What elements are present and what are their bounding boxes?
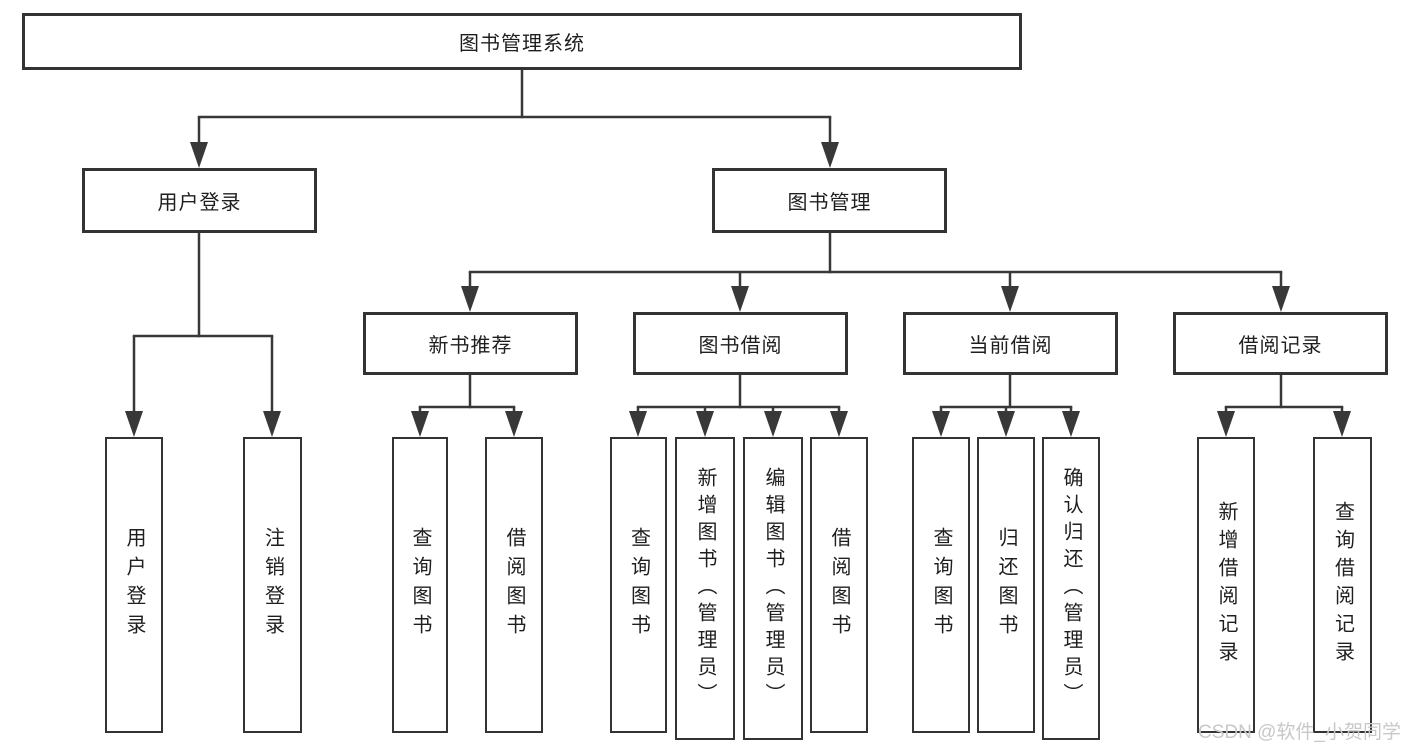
- leaf-query-books-recommend: 查询图书: [392, 437, 448, 733]
- leaf-return-book: 归还图书: [977, 437, 1035, 733]
- leaf-user-login: 用户登录: [105, 437, 163, 733]
- csdn-watermark: CSDN @软件_小贺同学: [1198, 722, 1401, 743]
- node-borrow-records: 借阅记录: [1173, 312, 1388, 375]
- node-user-login: 用户登录: [82, 168, 317, 233]
- node-book-borrowing: 图书借阅: [633, 312, 848, 375]
- node-library-management-system: 图书管理系统: [22, 13, 1022, 70]
- node-current-borrowing: 当前借阅: [903, 312, 1118, 375]
- leaf-query-borrow-record: 查询借阅记录: [1313, 437, 1372, 733]
- node-book-management: 图书管理: [712, 168, 947, 233]
- node-new-book-recommend: 新书推荐: [363, 312, 578, 375]
- leaf-query-books-current: 查询图书: [912, 437, 970, 733]
- leaf-borrow-books-borrowing: 借阅图书: [810, 437, 868, 733]
- leaf-logout: 注销登录: [243, 437, 302, 733]
- leaf-add-borrow-record: 新增借阅记录: [1197, 437, 1255, 733]
- leaf-edit-book-admin: 编辑图书（管理员）: [743, 437, 803, 740]
- leaf-add-book-admin: 新增图书（管理员）: [675, 437, 735, 740]
- leaf-borrow-books-recommend: 借阅图书: [485, 437, 543, 733]
- leaf-confirm-return-admin: 确认归还（管理员）: [1042, 437, 1100, 740]
- leaf-query-books-borrowing: 查询图书: [610, 437, 667, 733]
